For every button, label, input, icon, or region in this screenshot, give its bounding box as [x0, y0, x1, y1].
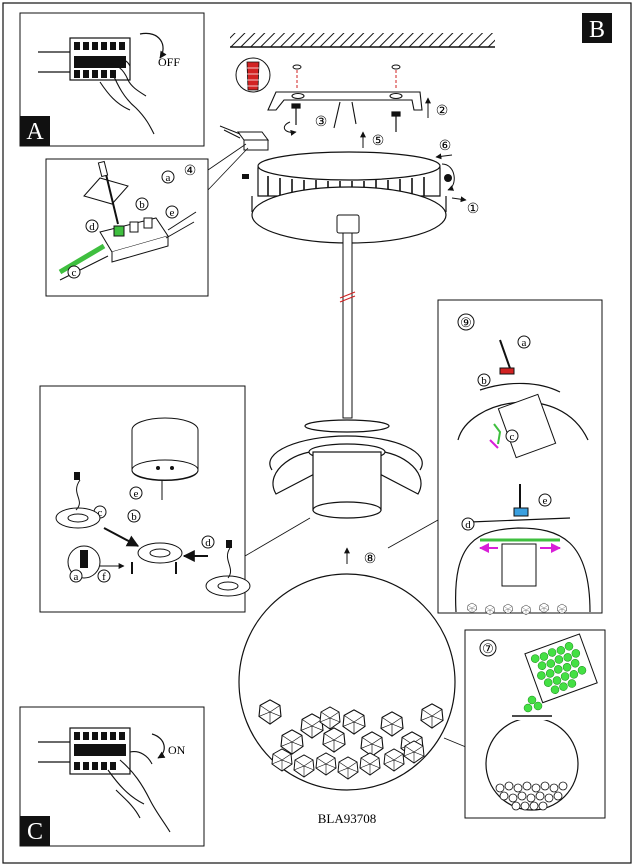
lh-sub-e: e [134, 488, 139, 500]
panel-globe-fit: ⑨ a b c e d [387, 299, 603, 616]
lh-sub-b: b [131, 511, 137, 523]
panel-c-badge [20, 816, 50, 846]
rotate-arrow-icon [139, 32, 167, 59]
p9-sub-b: b [481, 375, 487, 387]
sub-b-label: b [139, 199, 145, 211]
screw-icon [291, 103, 401, 132]
hand-icon [107, 751, 171, 833]
sub-a-label: a [166, 172, 171, 184]
panel-b-badge [582, 13, 612, 43]
sub-e-label: e [170, 207, 175, 219]
step-2-label: ② [436, 104, 449, 119]
mounting-bracket [267, 91, 423, 129]
screwdriver-icon [97, 160, 119, 225]
sub-c-label: c [72, 267, 77, 279]
panel-crystals-fill: ⑦ [464, 629, 606, 819]
panel-wiring: ④ a b e d c [45, 143, 249, 297]
pendant-rod [339, 232, 356, 419]
terminal-connector [219, 125, 269, 151]
step-4-label: ④ [184, 164, 197, 179]
side-screw [242, 163, 467, 203]
on-label: ON [168, 743, 186, 757]
step-6-label: ⑥ [439, 139, 452, 154]
p9-sub-c: c [510, 431, 515, 443]
step-7-label: ⑦ [482, 641, 494, 656]
model-code: BLA93708 [318, 811, 377, 826]
step-9-label: ⑨ [460, 315, 472, 330]
rotate-arrow-icon [151, 733, 166, 759]
p9-sub-e: e [543, 495, 548, 507]
panel-a: A OFF [19, 12, 205, 147]
ceiling [230, 33, 495, 48]
step-1-label: ① [467, 202, 480, 217]
panel-a-letter: A [26, 119, 44, 145]
lamp-holder-assembly [269, 419, 423, 519]
off-label: OFF [158, 55, 180, 69]
hand-icon [99, 58, 155, 135]
lh-sub-d: d [205, 537, 211, 549]
p9-sub-d: d [465, 519, 471, 531]
step-5-label: ⑤ [372, 134, 385, 149]
step-3-label: ③ [315, 115, 328, 130]
lh-sub-a: a [74, 571, 79, 583]
panel-b-letter: B [589, 17, 605, 43]
sub-d-label: d [89, 221, 95, 233]
p9-sub-a: a [522, 337, 527, 349]
step-8-label: ⑧ [364, 552, 377, 567]
wall-plug-icon [235, 57, 271, 93]
lh-sub-f: f [102, 571, 106, 583]
circuit-breaker-icon [38, 727, 131, 775]
panel-a-badge [20, 116, 50, 146]
canopy [251, 151, 447, 244]
lh-sub-c: c [98, 507, 103, 519]
panel-lamp-holder: e b c d a f [39, 385, 311, 613]
panel-c: C ON [19, 706, 205, 847]
panel-c-letter: C [27, 819, 43, 845]
glass-globe [238, 573, 456, 791]
